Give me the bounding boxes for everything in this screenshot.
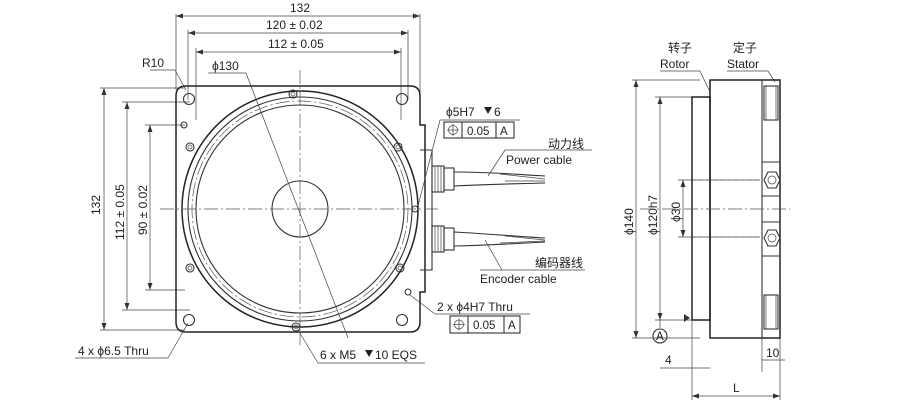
dim-length: L (733, 381, 740, 395)
label-stator-en: Stator (727, 57, 759, 71)
label-mounting-holes: 4 x ϕ6.5 Thru (78, 344, 149, 358)
label-pin-holes: 2 x ϕ4H7 Thru (437, 300, 513, 314)
front-view: 132 120 ± 0.02 112 ± 0.05 132 112 ± 0.05… (75, 1, 530, 364)
dim-pin-spacing-x: 112 ± 0.05 (268, 37, 324, 51)
label-threaded-holes: 6 x M5 (320, 348, 356, 362)
dim-bore-diameter: ϕ30 (669, 202, 683, 222)
depth-icon-2 (484, 107, 492, 114)
hex-nut-bottom (763, 229, 781, 247)
label-power-cable-en: Power cable (506, 153, 572, 167)
depth-icon (365, 350, 373, 357)
label-datum-a: A (656, 331, 664, 343)
label-stator-cn: 定子 (733, 40, 757, 55)
mount-hole-tl (182, 92, 196, 106)
pin-hole-right (404, 288, 412, 296)
label-center-hole: ϕ5H7 (446, 105, 475, 119)
mount-hole-br (395, 313, 409, 327)
cables: 动力线 Power cable 编码器线 Encoder cable (431, 137, 592, 286)
pin-tolerance-frame: 0.05 A (449, 315, 521, 334)
hex-nut-top (763, 171, 781, 189)
label-power-cable-cn: 动力线 (548, 137, 584, 151)
center-small-hole (411, 205, 419, 213)
cable-boss (420, 149, 433, 271)
label-bore-diameter: ϕ130 (212, 59, 239, 73)
pin-hole-left (180, 121, 188, 129)
dim-hole-spacing-x: 120 ± 0.02 (266, 18, 323, 32)
dim-pin-spacing-y: 90 ± 0.02 (136, 185, 150, 235)
pin-datum: A (508, 320, 516, 332)
label-threaded-depth: 10 EQS (375, 348, 417, 362)
label-rotor-cn: 转子 (668, 40, 692, 55)
dim-overall-height: 132 (89, 195, 103, 215)
dim-overall-width: 132 (290, 1, 310, 15)
dim-hole-spacing-y: 112 ± 0.05 (113, 184, 127, 240)
label-corner-radius: R10 (142, 56, 164, 70)
center-tolerance-frame: 0.05 A (443, 121, 515, 139)
dim-width: 10 (766, 346, 780, 360)
dim-outer-diameter: ϕ140 (622, 208, 636, 235)
mount-hole-bl (182, 313, 196, 327)
label-encoder-cable-cn: 编码器线 (535, 255, 583, 270)
label-encoder-cable-en: Encoder cable (480, 272, 557, 286)
dim-offset: 4 (665, 353, 672, 367)
pin-tolerance-value: 0.05 (473, 320, 495, 332)
side-view: 转子 Rotor 定子 Stator ϕ140 ϕ120h7 ϕ30 (622, 40, 790, 400)
rotor-body (691, 96, 711, 321)
center-datum: A (500, 126, 508, 138)
threaded-holes (185, 89, 405, 332)
center-tolerance-value: 0.05 (467, 126, 489, 138)
flange-outline (175, 85, 426, 333)
label-center-hole-depth: 6 (494, 105, 501, 119)
label-rotor-en: Rotor (660, 57, 689, 71)
dim-fit-diameter: ϕ120h7 (646, 195, 660, 235)
datum-a-symbol (652, 328, 668, 344)
mount-hole-tr (395, 92, 409, 106)
